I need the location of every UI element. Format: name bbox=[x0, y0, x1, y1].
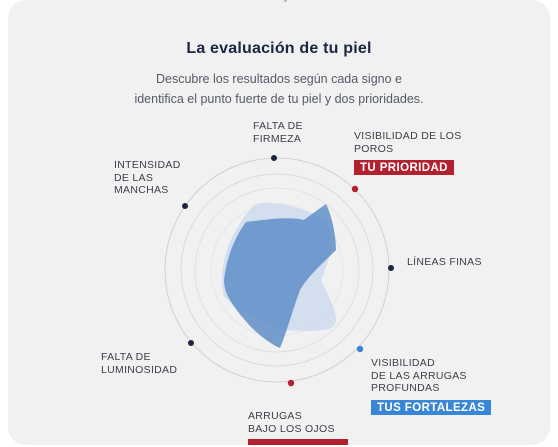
ojos-priority-badge-edge bbox=[248, 439, 348, 445]
priority-badge: TU PRIORIDAD bbox=[354, 160, 454, 175]
axis-label-ojos-line1: ARRUGAS bbox=[248, 410, 303, 422]
axis-label-manchas: INTENSIDAD DE LAS MANCHAS bbox=[114, 159, 181, 197]
axis-label-firmeza: FALTA DE FIRMEZA bbox=[253, 120, 303, 145]
strengths-badge: TUS FORTALEZAS bbox=[371, 400, 492, 415]
axis-label-ojos: ARRUGAS BAJO LOS OJOS bbox=[248, 410, 335, 435]
radar-ring-2 bbox=[180, 173, 374, 367]
page-title: La evaluación de tu piel bbox=[186, 40, 372, 57]
radar-chart bbox=[164, 155, 394, 387]
axis-label-luminosidad: FALTA DE LUMINOSIDAD bbox=[101, 351, 177, 376]
skin-evaluation-card: La evaluación de tu piel Descubre los re… bbox=[8, 0, 550, 445]
radar-ring-3 bbox=[194, 187, 360, 353]
axis-label-luminosidad-line1: FALTA DE bbox=[101, 351, 151, 363]
axis-label-arrugas-line1: VISIBILIDAD bbox=[371, 357, 435, 369]
subtitle-line-1: Descubre los resultados según cada signo… bbox=[156, 72, 402, 86]
axis-label-ojos-line2: BAJO LOS OJOS bbox=[248, 422, 335, 435]
axis-label-lineas-line1: LÍNEAS FINAS bbox=[407, 256, 482, 268]
axis-label-firmeza-line1: FALTA DE bbox=[253, 120, 303, 132]
axis-label-firmeza-line2: FIRMEZA bbox=[253, 132, 302, 145]
axis-label-poros-line2: POROS bbox=[354, 142, 394, 155]
axis-dot-ojos bbox=[287, 379, 295, 387]
axis-dot-luminosidad bbox=[188, 340, 194, 346]
axis-label-arrugas-line2: DE LAS ARRUGAS bbox=[371, 369, 467, 382]
axis-label-poros: VISIBILIDAD DE LOS POROS bbox=[354, 130, 462, 155]
axis-label-manchas-line2: DE LAS bbox=[114, 171, 154, 184]
axis-label-poros-line1: VISIBILIDAD DE LOS bbox=[354, 130, 462, 142]
axis-dot-arrugas-profundas bbox=[356, 345, 364, 353]
axis-label-arrugas-profundas: VISIBILIDAD DE LAS ARRUGAS PROFUNDAS bbox=[371, 357, 467, 395]
axis-label-manchas-line1: INTENSIDAD bbox=[114, 159, 181, 171]
axis-label-arrugas-line3: PROFUNDAS bbox=[371, 382, 440, 394]
axis-dot-firmeza bbox=[271, 155, 277, 161]
axis-label-luminosidad-line2: LUMINOSIDAD bbox=[101, 363, 178, 376]
subtitle-line-2: identifica el punto fuerte de tu piel y … bbox=[134, 92, 424, 106]
axis-label-lineas: LÍNEAS FINAS bbox=[407, 256, 482, 269]
radar-blob-dark bbox=[224, 204, 336, 348]
top-indicator-dot bbox=[284, 0, 287, 2]
axis-dot-manchas bbox=[182, 203, 188, 209]
axis-dot-poros bbox=[351, 185, 359, 193]
axis-label-manchas-line3: MANCHAS bbox=[114, 184, 169, 196]
axis-dot-lineas bbox=[388, 265, 394, 271]
